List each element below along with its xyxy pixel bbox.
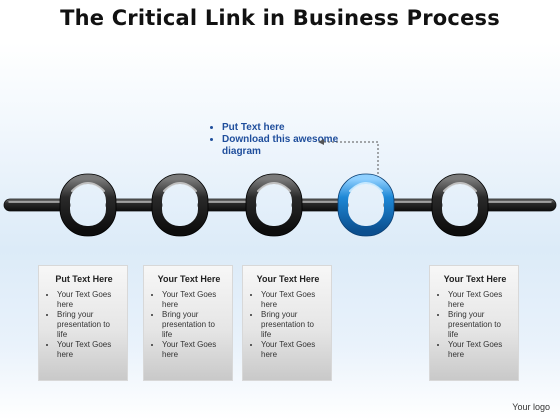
chain-link-upright: [246, 174, 302, 236]
card-bullet: Bring your presentation to life: [57, 310, 121, 340]
chain-link-shine: [257, 182, 291, 192]
card-bullet: Your Text Goes here: [261, 340, 325, 360]
card-bullet: Your Text Goes here: [57, 340, 121, 360]
chain-link-shine: [443, 182, 477, 192]
text-card-3: Your Text Here Your Text Goes here Bring…: [242, 265, 332, 381]
card-bullet: Your Text Goes here: [162, 340, 226, 360]
card-bullet: Your Text Goes here: [448, 340, 512, 360]
page-title: The Critical Link in Business Process: [60, 6, 500, 30]
card-bullet: Your Text Goes here: [261, 290, 325, 310]
chain-link-shine: [349, 182, 383, 192]
chain-link-side: [477, 198, 557, 212]
chain-link-shine: [163, 182, 197, 192]
card-heading: Your Text Here: [157, 274, 221, 284]
card-heading: Put Text Here: [55, 274, 113, 284]
chain-link-upright: [152, 174, 208, 236]
chain-link-shine: [71, 182, 105, 192]
chain-link-upright: [432, 174, 488, 236]
card-heading: Your Text Here: [443, 274, 507, 284]
text-card-1: Put Text Here Your Text Goes here Bring …: [38, 265, 128, 381]
card-bullet: Your Text Goes here: [162, 290, 226, 310]
chain-link-edge: [337, 173, 395, 237]
card-bullet: Your Text Goes here: [57, 290, 121, 310]
chain-link-edge: [431, 173, 489, 237]
text-card-2: Your Text Here Your Text Goes here Bring…: [143, 265, 233, 381]
chain-link-upright: [60, 174, 116, 236]
card-bullet: Bring your presentation to life: [448, 310, 512, 340]
card-bullet: Bring your presentation to life: [261, 310, 325, 340]
chain-link-edge: [151, 173, 209, 237]
chain-diagram: [3, 173, 557, 237]
card-heading: Your Text Here: [256, 274, 320, 284]
text-card-4: Your Text Here Your Text Goes here Bring…: [429, 265, 519, 381]
chain-link-edge: [245, 173, 303, 237]
card-bullet: Your Text Goes here: [448, 290, 512, 310]
chain-link-edge: [59, 173, 117, 237]
logo-placeholder: Your logo: [512, 402, 550, 412]
callout-item: Put Text here: [222, 122, 354, 134]
callout-item: Download this awesome diagram: [222, 134, 354, 158]
callout: Put Text here Download this awesome diag…: [204, 122, 354, 158]
card-bullet: Bring your presentation to life: [162, 310, 226, 340]
chain-link-highlighted: [338, 174, 394, 236]
